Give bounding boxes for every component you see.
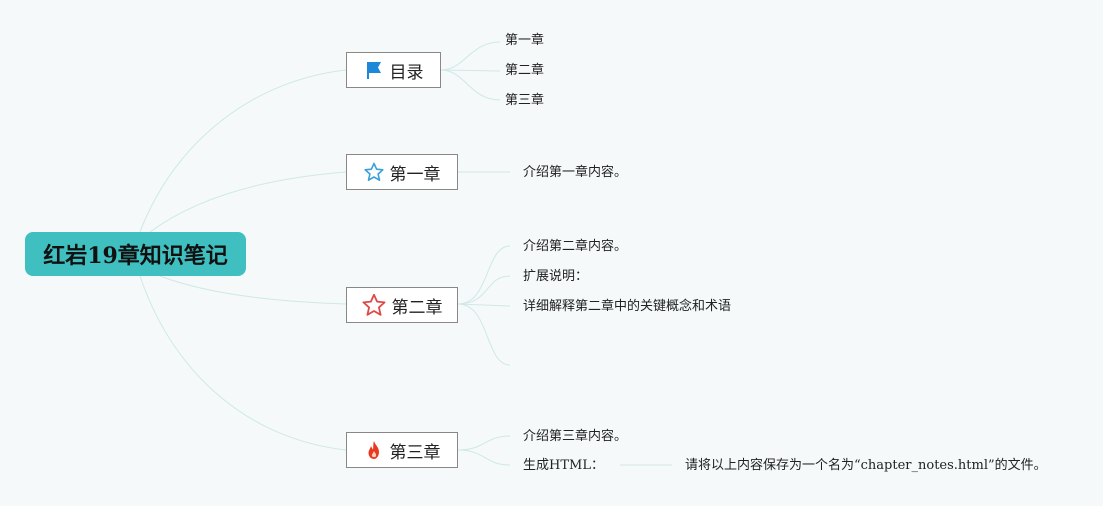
topic-toc-label: 目录: [389, 62, 424, 83]
chapter-3-generate-html[interactable]: 生成HTML：: [523, 458, 604, 473]
chapter-2-detail[interactable]: 详细解释第二章中的关键概念和术语: [523, 299, 732, 314]
connector-ch2-1: [457, 245, 511, 305]
topic-chapter-2-label: 第二章: [391, 297, 443, 318]
connector-root-toc: [139, 69, 347, 233]
connector-ch2-3: [457, 303, 511, 307]
chapter-3-save-instruction[interactable]: 请将以上内容保存为一个名为“chapter_notes.html”的文件。: [685, 458, 1047, 473]
root-topic-label: 红岩19章知识笔记: [43, 243, 228, 269]
chapter-2-extension[interactable]: 扩展说明：: [523, 269, 589, 284]
star-outline-red-icon: [362, 293, 386, 317]
connector-toc-2: [440, 69, 501, 72]
topic-chapter-1[interactable]: 第一章: [346, 154, 458, 190]
topic-chapter-3-label: 第三章: [389, 442, 441, 463]
connector-root-ch3: [139, 275, 347, 451]
connector-root-ch1: [149, 171, 347, 233]
topic-toc[interactable]: 目录: [346, 52, 441, 88]
connector-ch3-2: [457, 449, 511, 466]
chapter-1-intro[interactable]: 介绍第一章内容。: [523, 165, 628, 180]
chapter-2-intro[interactable]: 介绍第二章内容。: [523, 239, 628, 254]
chapter-3-intro[interactable]: 介绍第三章内容。: [523, 429, 628, 444]
connector-ch3-1: [457, 435, 511, 451]
toc-item-3[interactable]: 第三章: [505, 93, 545, 108]
topic-chapter-2[interactable]: 第二章: [346, 287, 458, 323]
topic-chapter-3[interactable]: 第三章: [346, 432, 458, 468]
toc-item-1[interactable]: 第一章: [505, 33, 545, 48]
flag-icon: [364, 60, 384, 80]
connector-root-ch2: [159, 275, 347, 305]
fire-icon: [364, 440, 384, 460]
star-outline-blue-icon: [363, 162, 384, 182]
toc-item-2[interactable]: 第二章: [505, 63, 545, 78]
connector-toc-1: [440, 41, 501, 71]
connector-toc-3: [440, 69, 501, 101]
connector-ch2-2: [457, 275, 511, 305]
root-topic[interactable]: 红岩19章知识笔记: [25, 232, 246, 276]
topic-chapter-1-label: 第一章: [389, 164, 441, 185]
connector-ch2-4: [457, 303, 511, 366]
